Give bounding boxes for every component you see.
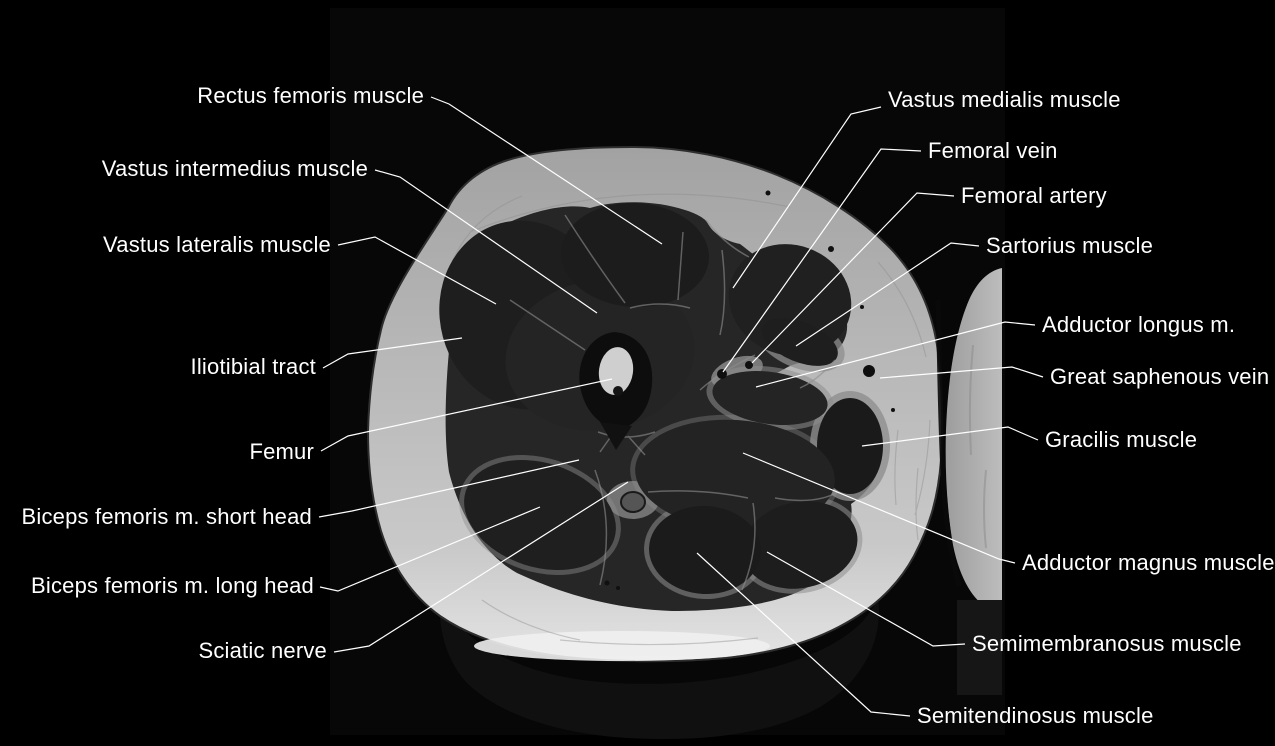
leader-line-great-saphenous-vein bbox=[879, 366, 1044, 379]
semimembranosus-muscle bbox=[742, 501, 858, 589]
biceps-femoris-muscle bbox=[464, 459, 616, 571]
second-leg-lower bbox=[957, 600, 1002, 695]
femur-marrow bbox=[598, 347, 634, 395]
great-saphenous-vein-vessel bbox=[863, 365, 875, 377]
linea-aspera bbox=[600, 422, 632, 450]
fat-texture bbox=[451, 193, 931, 646]
leader-line-sciatic-nerve bbox=[333, 481, 629, 653]
leader-line-femoral-artery bbox=[751, 192, 955, 364]
bottom-fat-highlight bbox=[474, 631, 770, 661]
leader-line-rectus-femoris bbox=[430, 96, 663, 245]
marrow-notch bbox=[613, 386, 623, 396]
adductor-longus-muscle bbox=[712, 371, 828, 425]
leader-lines bbox=[318, 96, 1044, 717]
leader-line-iliotibial-tract bbox=[322, 337, 463, 369]
leg-crease bbox=[935, 299, 962, 587]
leader-line-semitendinosus bbox=[696, 552, 911, 717]
semitendinosus-muscle bbox=[649, 505, 761, 595]
leader-line-biceps-short-head bbox=[318, 459, 580, 518]
adductor-magnus-muscle bbox=[635, 419, 835, 531]
second-leg-streak bbox=[968, 344, 987, 549]
leader-line-adductor-magnus bbox=[742, 452, 1016, 564]
leader-line-vastus-intermedius bbox=[374, 169, 598, 314]
leader-line-gracilis bbox=[861, 426, 1039, 447]
leader-line-adductor-longus bbox=[755, 321, 1036, 388]
gracilis-muscle bbox=[817, 398, 883, 494]
fat-dots bbox=[604, 190, 895, 590]
leader-line-biceps-long-head bbox=[319, 506, 541, 592]
second-leg bbox=[945, 268, 1002, 613]
rectus-femoris-muscle bbox=[561, 202, 709, 308]
femoral-vein-vessel bbox=[717, 369, 727, 379]
leader-line-sartorius bbox=[795, 242, 980, 347]
leader-line-vastus-lateralis bbox=[337, 236, 497, 305]
posterior-shadow bbox=[439, 598, 879, 740]
leader-line-femoral-vein bbox=[722, 148, 922, 373]
vastus-medialis-muscle bbox=[728, 244, 852, 356]
sciatic-nerve-structure bbox=[620, 491, 646, 513]
muscle-bellies bbox=[439, 202, 883, 595]
leader-line-femur bbox=[320, 378, 613, 452]
femur-bone bbox=[579, 332, 653, 450]
vessels-and-nerve bbox=[620, 361, 875, 513]
leader-line-vastus-medialis bbox=[732, 106, 882, 289]
femoral-artery-vessel bbox=[745, 361, 753, 369]
leader-line-semimembranosus bbox=[766, 551, 966, 647]
